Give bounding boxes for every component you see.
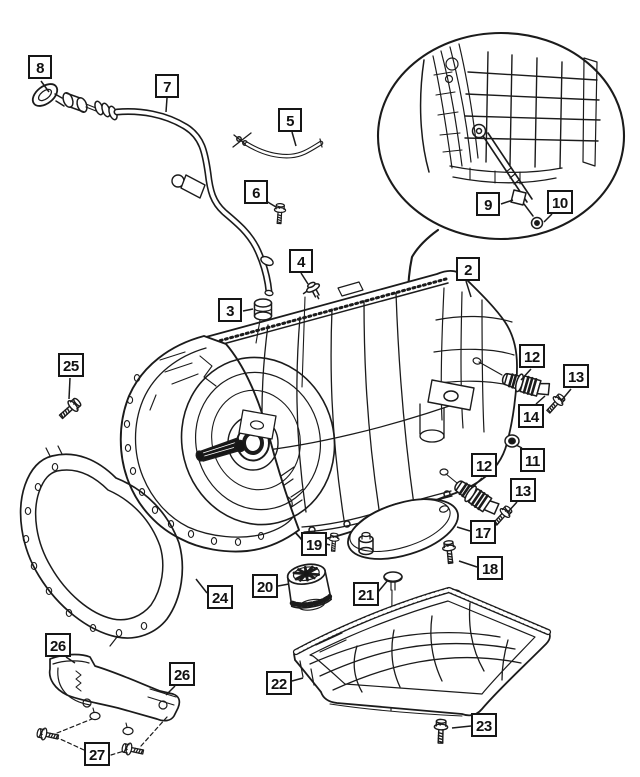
callout-2[interactable]: 2	[456, 257, 480, 281]
oil-filter-art	[286, 563, 333, 611]
callout-5[interactable]: 5	[278, 108, 302, 132]
bolt-23-art	[433, 718, 449, 745]
callout-14[interactable]: 14	[518, 404, 544, 428]
shift-rod-art	[482, 132, 544, 230]
callout-9[interactable]: 9	[476, 192, 500, 216]
bolt-6-art	[272, 202, 287, 225]
callout-26-left[interactable]: 26	[45, 633, 71, 657]
bolt-27b-art	[120, 741, 146, 759]
plate-17-art	[347, 498, 459, 560]
callout-19[interactable]: 19	[301, 532, 327, 556]
callout-27[interactable]: 27	[84, 742, 110, 766]
bolt-18-art	[441, 539, 458, 565]
oil-pan-art	[292, 586, 552, 717]
bell-housing-art	[119, 335, 336, 553]
callout-6[interactable]: 6	[244, 180, 268, 204]
pin-4-art	[301, 281, 321, 388]
bolt-27a-art	[35, 726, 61, 744]
plug-3-art	[253, 298, 273, 344]
callout-4[interactable]: 4	[289, 249, 313, 273]
bolt-13-upper-art	[543, 391, 568, 417]
callout-10[interactable]: 10	[547, 190, 573, 214]
callout-11[interactable]: 11	[520, 448, 545, 472]
callout-13-upper[interactable]: 13	[563, 364, 589, 388]
detail-circle-art	[376, 31, 626, 300]
bolt-25-art	[55, 395, 84, 423]
callout-3[interactable]: 3	[218, 298, 242, 322]
callout-26-right[interactable]: 26	[169, 662, 195, 686]
callout-22[interactable]: 22	[266, 671, 292, 695]
callout-24[interactable]: 24	[207, 585, 233, 609]
callout-23[interactable]: 23	[471, 713, 497, 737]
callout-20[interactable]: 20	[252, 574, 278, 598]
callout-25[interactable]: 25	[58, 353, 84, 377]
callout-7[interactable]: 7	[155, 74, 179, 98]
grommet-11-art	[504, 434, 520, 448]
bracket-art	[48, 653, 181, 756]
dipstick-tube-art	[31, 83, 274, 297]
callout-18[interactable]: 18	[477, 556, 503, 580]
callout-8[interactable]: 8	[28, 55, 52, 79]
callout-17[interactable]: 17	[470, 520, 496, 544]
gasket-art	[19, 445, 184, 647]
callout-12-upper[interactable]: 12	[519, 344, 545, 368]
callout-12-lower[interactable]: 12	[471, 453, 497, 477]
callout-13-lower[interactable]: 13	[510, 478, 536, 502]
callout-21[interactable]: 21	[353, 582, 379, 606]
vent-tube-art	[232, 132, 324, 159]
